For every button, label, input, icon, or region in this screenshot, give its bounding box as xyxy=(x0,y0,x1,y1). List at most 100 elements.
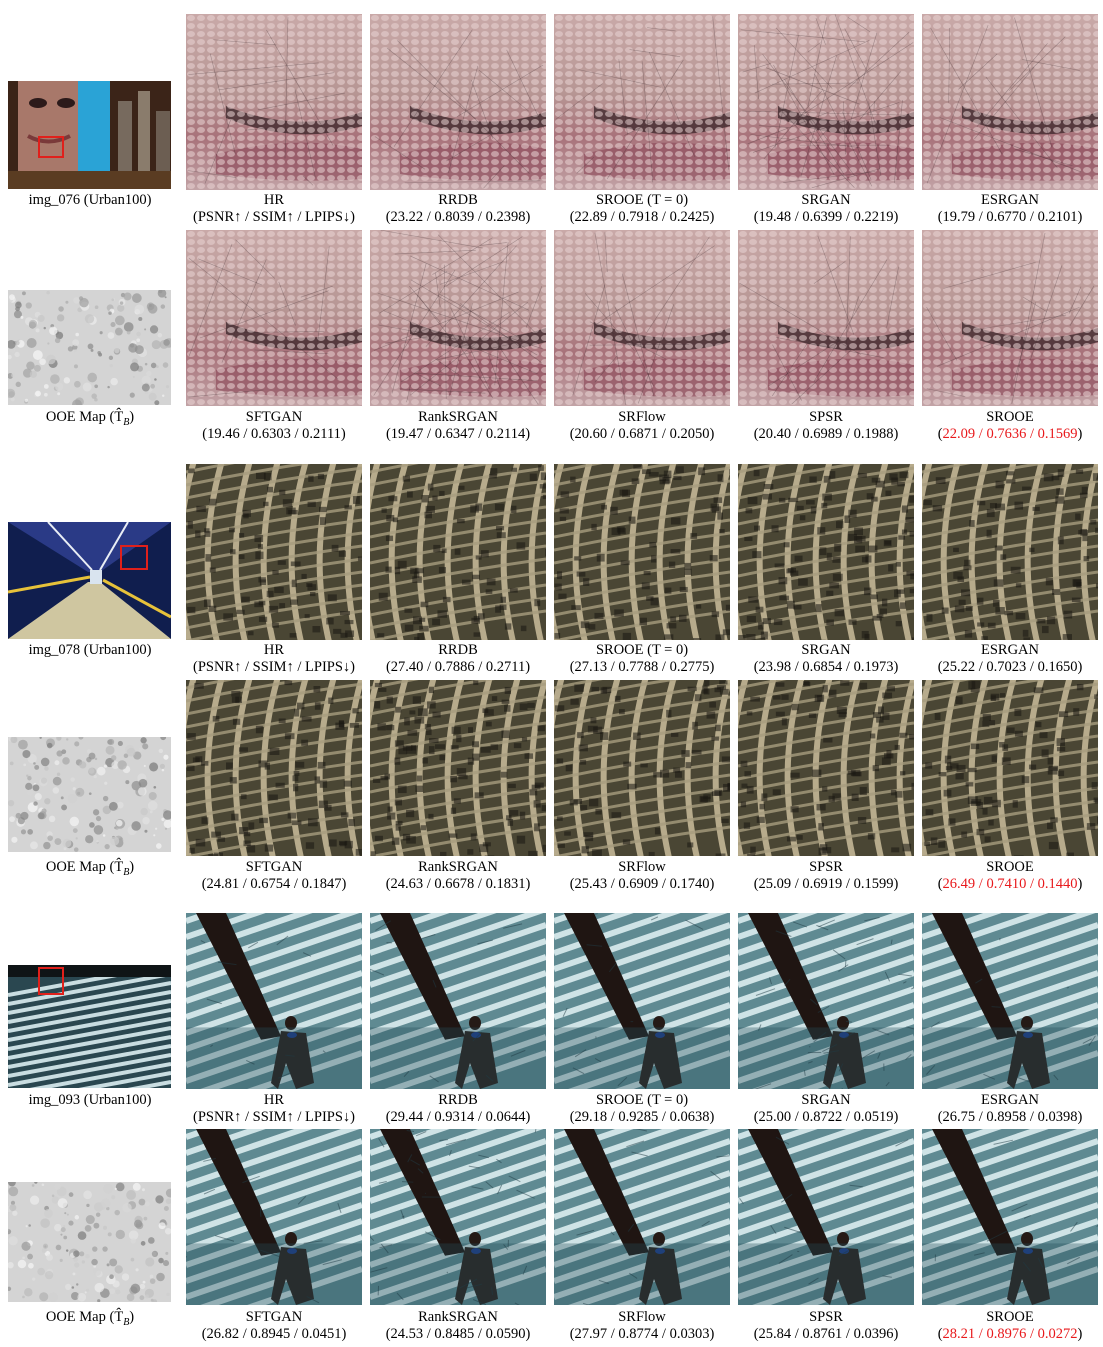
metric-values: (25.84 / 0.8761 / 0.0396) xyxy=(753,1326,899,1342)
result-crop xyxy=(922,913,1098,1089)
result-crop xyxy=(370,464,546,640)
best-metric-value: 0.1440 xyxy=(1037,876,1078,892)
method-name: SROOE (T = 0) xyxy=(595,642,689,658)
crop-region-marker xyxy=(38,967,64,995)
result-crop xyxy=(922,230,1098,406)
result-crop xyxy=(370,913,546,1089)
metric-values: (26.82 / 0.8945 / 0.0451) xyxy=(201,1326,347,1342)
method-name: ESRGAN xyxy=(980,192,1039,208)
metric-values: (23.22 / 0.8039 / 0.2398) xyxy=(385,209,531,225)
result-caption: SRFlow(27.97 / 0.8774 / 0.0303) xyxy=(547,1309,737,1343)
metric-separator: / xyxy=(975,876,987,892)
result-caption: SRFlow(20.60 / 0.6871 / 0.2050) xyxy=(547,409,737,443)
metric-values: (22.89 / 0.7918 / 0.2425) xyxy=(569,209,715,225)
ooe-map-image xyxy=(5,1178,175,1304)
result-crop xyxy=(554,1129,730,1305)
ooe-map-image xyxy=(4,288,174,410)
result-crop-image xyxy=(186,464,362,640)
method-name: RRDB xyxy=(438,192,478,208)
method-name: SPSR xyxy=(809,409,843,425)
ooe-map-label-text: OOE Map (T̂ xyxy=(45,409,124,425)
method-name: HR xyxy=(263,192,285,208)
source-image-thumbnail xyxy=(8,81,171,189)
image-label: img_076 (Urban100) xyxy=(28,192,152,208)
result-crop-image xyxy=(922,680,1098,856)
result-caption: ESRGAN(26.75 / 0.8958 / 0.0398) xyxy=(915,1092,1103,1126)
result-caption: SROOE (T = 0)(22.89 / 0.7918 / 0.2425) xyxy=(547,192,737,226)
metric-values: (27.13 / 0.7788 / 0.2775) xyxy=(569,659,715,675)
result-crop-image xyxy=(738,464,914,640)
result-caption: RRDB(23.22 / 0.8039 / 0.2398) xyxy=(363,192,553,226)
result-caption: SPSR(25.84 / 0.8761 / 0.0396) xyxy=(731,1309,921,1343)
metric-values: (PSNR↑ / SSIM↑ / LPIPS↓) xyxy=(193,209,355,225)
method-name: SROOE xyxy=(986,1309,1034,1325)
result-crop xyxy=(922,14,1098,190)
result-crop xyxy=(554,464,730,640)
metric-values: (23.98 / 0.6854 / 0.1973) xyxy=(753,659,899,675)
method-name: SRFlow xyxy=(618,859,666,875)
result-crop-image xyxy=(554,913,730,1089)
result-crop-image xyxy=(370,913,546,1089)
method-name: RRDB xyxy=(438,1092,478,1108)
ooe-map-label: OOE Map (T̂B) xyxy=(0,859,180,881)
result-crop-image xyxy=(922,913,1098,1089)
metric-separator: / xyxy=(975,1326,987,1342)
best-metric-value: 26.49 xyxy=(942,876,976,892)
result-caption: HR(PSNR↑ / SSIM↑ / LPIPS↓) xyxy=(179,192,369,226)
method-name: SROOE (T = 0) xyxy=(595,192,689,208)
method-name: RankSRGAN xyxy=(418,1309,498,1325)
result-caption: SRFlow(25.43 / 0.6909 / 0.1740) xyxy=(547,859,737,893)
method-name: HR xyxy=(263,642,285,658)
result-crop-image xyxy=(738,1129,914,1305)
metric-values: (29.44 / 0.9314 / 0.0644) xyxy=(385,1109,531,1125)
result-crop xyxy=(186,464,362,640)
result-crop-image xyxy=(554,230,730,406)
result-caption: SRGAN(23.98 / 0.6854 / 0.1973) xyxy=(731,642,921,676)
ooe-map-thumbnail xyxy=(4,288,174,410)
metric-values: (29.18 / 0.9285 / 0.0638) xyxy=(569,1109,715,1125)
result-crop xyxy=(186,913,362,1089)
ooe-map-label-subscript: B xyxy=(123,416,130,428)
method-name: SROOE xyxy=(986,859,1034,875)
result-crop xyxy=(554,680,730,856)
metric-values: (24.53 / 0.8485 / 0.0590) xyxy=(385,1326,531,1342)
method-name: RankSRGAN xyxy=(418,409,498,425)
result-crop xyxy=(922,464,1098,640)
result-caption: SROOE(28.21 / 0.8976 / 0.0272) xyxy=(915,1309,1103,1343)
result-crop xyxy=(554,230,730,406)
ooe-map-label-text: OOE Map (T̂ xyxy=(45,859,124,875)
result-caption: HR(PSNR↑ / SSIM↑ / LPIPS↓) xyxy=(179,642,369,676)
result-crop xyxy=(738,1129,914,1305)
result-crop-image xyxy=(186,913,362,1089)
result-crop-image xyxy=(370,1129,546,1305)
result-crop-image xyxy=(738,913,914,1089)
result-crop-image xyxy=(738,680,914,856)
method-name: SFTGAN xyxy=(245,1309,303,1325)
result-crop xyxy=(370,1129,546,1305)
source-image xyxy=(8,81,171,189)
result-crop-image xyxy=(554,14,730,190)
metric-values: (20.60 / 0.6871 / 0.2050) xyxy=(569,426,715,442)
result-caption: RankSRGAN(24.63 / 0.6678 / 0.1831) xyxy=(363,859,553,893)
result-caption: ESRGAN(19.79 / 0.6770 / 0.2101) xyxy=(915,192,1103,226)
result-caption: SROOE (T = 0)(27.13 / 0.7788 / 0.2775) xyxy=(547,642,737,676)
result-crop-image xyxy=(922,14,1098,190)
ooe-map-label-paren: ) xyxy=(129,409,135,425)
result-crop-image xyxy=(370,464,546,640)
result-caption: SFTGAN(19.46 / 0.6303 / 0.2111) xyxy=(179,409,369,443)
result-caption: SPSR(20.40 / 0.6989 / 0.1988) xyxy=(731,409,921,443)
metric-values: (25.22 / 0.7023 / 0.1650) xyxy=(937,659,1083,675)
ooe-map-label-paren: ) xyxy=(129,1309,135,1325)
result-crop xyxy=(186,680,362,856)
method-name: SRGAN xyxy=(801,1092,851,1108)
result-caption: SFTGAN(26.82 / 0.8945 / 0.0451) xyxy=(179,1309,369,1343)
method-name: SRFlow xyxy=(618,1309,666,1325)
result-crop-image xyxy=(738,230,914,406)
best-metric-value: 0.7636 xyxy=(986,426,1027,442)
metric-values: (PSNR↑ / SSIM↑ / LPIPS↓) xyxy=(193,659,355,675)
result-crop xyxy=(738,680,914,856)
ooe-map-thumbnail xyxy=(7,734,173,852)
metric-values: (19.46 / 0.6303 / 0.2111) xyxy=(202,426,346,442)
result-crop xyxy=(922,680,1098,856)
metric-separator: / xyxy=(1026,426,1038,442)
